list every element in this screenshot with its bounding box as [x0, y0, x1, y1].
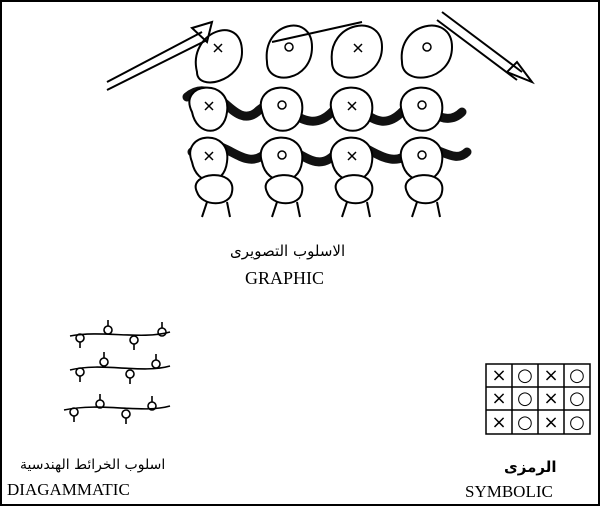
- symbolic-cell: ○: [512, 387, 538, 410]
- graphic-english-label: GRAPHIC: [245, 268, 324, 289]
- symbolic-cell: ○: [564, 364, 590, 387]
- loop-row-middle: [189, 88, 442, 181]
- symbolic-cell: ○: [512, 411, 538, 434]
- symbolic-cell: ○: [512, 364, 538, 387]
- symbolic-cell: ×: [486, 387, 512, 410]
- symbolic-cell: ×: [538, 387, 564, 410]
- symbolic-cell: ×: [486, 364, 512, 387]
- diagrammatic-notation: [64, 320, 170, 424]
- diagrammatic-arabic-label: اسلوب الخرائط الهندسية: [20, 457, 165, 473]
- symbolic-cell: ×: [538, 411, 564, 434]
- graphic-arabic-label: الاسلوب التصويرى: [230, 242, 345, 260]
- symbolic-english-label: SYMBOLIC: [465, 482, 553, 502]
- diagrammatic-english-label: DIAGAMMATIC: [7, 480, 130, 500]
- knitting-needles: [107, 12, 532, 90]
- symbolic-cell: ×: [486, 411, 512, 434]
- loop-row-bottom: [196, 175, 443, 217]
- graphic-stitch-marks: [205, 43, 431, 160]
- symbolic-arabic-label: الرمزى: [504, 458, 556, 476]
- symbolic-cell: ○: [564, 387, 590, 410]
- loop-row-top: [196, 26, 452, 83]
- symbolic-cell: ○: [564, 411, 590, 434]
- symbolic-cell: ×: [538, 364, 564, 387]
